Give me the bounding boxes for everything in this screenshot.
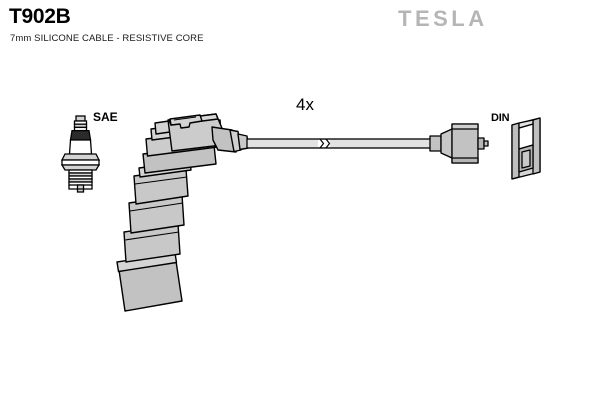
ignition-cable [246, 138, 433, 149]
tesla-brand-logo: TESLA [398, 6, 488, 31]
din-socket-icon [511, 117, 541, 180]
part-description: 7mm SILICONE CABLE - RESISTIVE CORE [10, 33, 204, 44]
din-coil-connector [429, 123, 489, 164]
quantity-label: 4x [296, 95, 314, 114]
din-terminal-label: DIN [491, 112, 510, 124]
part-number-title: T902B [9, 5, 71, 28]
sae-terminal-label: SAE [93, 110, 118, 124]
sae-spark-plug-icon [60, 115, 101, 193]
spark-plug-boot [116, 113, 250, 312]
